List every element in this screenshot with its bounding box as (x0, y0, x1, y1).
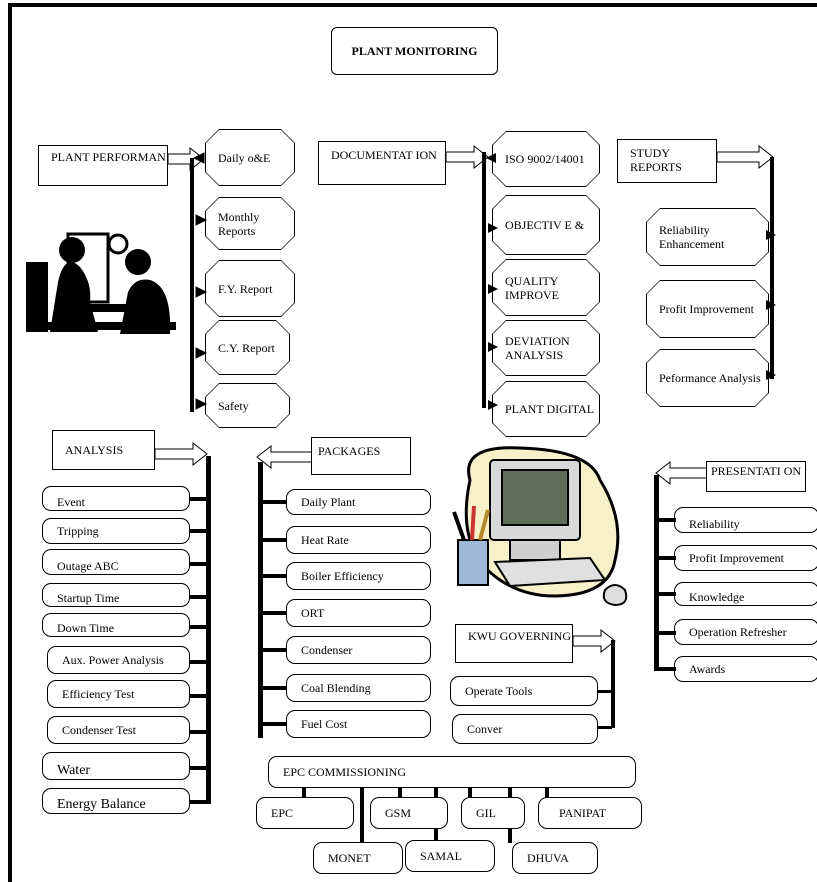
analysis-item-startup: Startup Time (42, 583, 190, 607)
documentation-item-iso: ISO 9002/14001 (492, 131, 600, 187)
packages-item-condenser: Condenser (286, 636, 431, 664)
presentation-item-awards: Awards (674, 656, 817, 682)
documentation-item-deviation: DEVIATION ANALYSIS (492, 320, 600, 376)
kwu-connector-1 (598, 690, 612, 693)
documentation-item-objective: OBJECTIV E & (492, 195, 600, 255)
analysis-header: ANALYSIS (52, 430, 155, 470)
packages-item-daily: Daily Plant (286, 489, 431, 515)
business-people-clipart (20, 222, 190, 334)
packages-item-fuel: Fuel Cost (286, 710, 431, 738)
analysis-item-energy: Energy Balance (42, 788, 190, 814)
plant-performance-header: PLANT PERFORMAN (38, 145, 168, 186)
presentation-spine (654, 475, 659, 671)
packages-spine (258, 462, 263, 738)
kwu-connector-2 (598, 726, 612, 729)
plant-spine (190, 158, 194, 412)
epc-connector-epc (302, 788, 306, 798)
presentation-header: PRESENTATI ON (706, 461, 806, 492)
presentation-item-profit: Profit Improvement (674, 545, 817, 571)
study-arrow (716, 144, 774, 170)
epc-connector-gsm (398, 788, 402, 798)
study-connectors (766, 230, 776, 380)
packages-connectors (258, 500, 286, 726)
packages-item-coal: Coal Blending (286, 674, 431, 702)
presentation-arrow (655, 460, 709, 486)
documentation-arrow (445, 144, 489, 170)
page-title: PLANT MONITORING (331, 27, 498, 75)
documentation-item-quality: QUALITY IMPROVE (492, 259, 600, 316)
study-spine (770, 157, 774, 379)
analysis-connectors (190, 497, 208, 804)
analysis-spine (206, 456, 211, 804)
analysis-item-outage: Outage ABC (42, 549, 190, 575)
plant-item-safety: Safety (205, 383, 290, 428)
packages-item-ort: ORT (286, 599, 431, 627)
study-item-profit: Profit Improvement (646, 280, 769, 338)
analysis-item-event: Event (42, 486, 190, 511)
epc-item-gil: GIL (461, 797, 525, 829)
plant-item-daily: Daily o&E (205, 129, 295, 186)
documentation-spine (482, 152, 486, 408)
analysis-item-efficiency: Efficiency Test (47, 680, 190, 708)
computer-clipart (452, 446, 628, 607)
packages-item-heat-rate: Heat Rate (286, 526, 431, 554)
epc-connector-gil (468, 788, 472, 798)
study-reports-header: STUDY REPORTS (617, 139, 717, 183)
epc-item-samal: SAMAL (405, 840, 495, 872)
documentation-connectors (486, 153, 498, 410)
study-item-performance: Peformance Analysis (646, 349, 769, 407)
plant-item-monthly: Monthly Reports (205, 197, 295, 250)
epc-item-gsm: GSM (370, 797, 448, 829)
kwu-spine (611, 640, 615, 728)
analysis-item-water: Water (42, 752, 190, 780)
epc-commissioning-header: EPC COMMISSIONING (268, 756, 636, 788)
frame-top-border (8, 3, 817, 7)
presentation-item-operation: Operation Refresher (674, 619, 817, 645)
packages-arrow (256, 444, 314, 470)
study-item-reliability: Reliability Enhancement (646, 208, 769, 266)
plant-item-cy: C.Y. Report (205, 320, 290, 375)
packages-header: PACKAGES (311, 437, 411, 475)
packages-item-boiler: Boiler Efficiency (286, 562, 431, 590)
plant-connectors (192, 152, 208, 410)
kwu-arrow (572, 628, 616, 654)
kwu-item-operate-tools: Operate Tools (450, 676, 598, 706)
epc-item-dhuva: DHUVA (512, 842, 598, 874)
presentation-item-knowledge: Knowledge (674, 582, 817, 606)
kwu-governing-header: KWU GOVERNING (455, 624, 573, 663)
epc-connector-monet (360, 788, 364, 843)
analysis-item-condenser-test: Condenser Test (47, 716, 190, 744)
epc-item-monet: MONET (313, 842, 403, 874)
presentation-item-reliability: Reliability (674, 507, 817, 533)
analysis-item-aux-power: Aux. Power Analysis (47, 646, 190, 674)
analysis-item-tripping: Tripping (42, 518, 190, 544)
epc-connector-panipat (545, 788, 549, 798)
documentation-header: DOCUMENTAT ION (318, 141, 446, 185)
plant-arrow (167, 146, 205, 172)
analysis-item-downtime: Down Time (42, 613, 190, 637)
analysis-arrow (154, 441, 208, 467)
presentation-connectors (654, 518, 676, 671)
frame-left-border (8, 3, 12, 882)
plant-item-fy: F.Y. Report (205, 260, 295, 317)
epc-item-epc: EPC (256, 797, 354, 829)
epc-item-panipat: PANIPAT (538, 797, 642, 829)
kwu-item-conver: Conver (452, 714, 598, 744)
documentation-item-plant-digital: PLANT DIGITAL (492, 381, 600, 437)
